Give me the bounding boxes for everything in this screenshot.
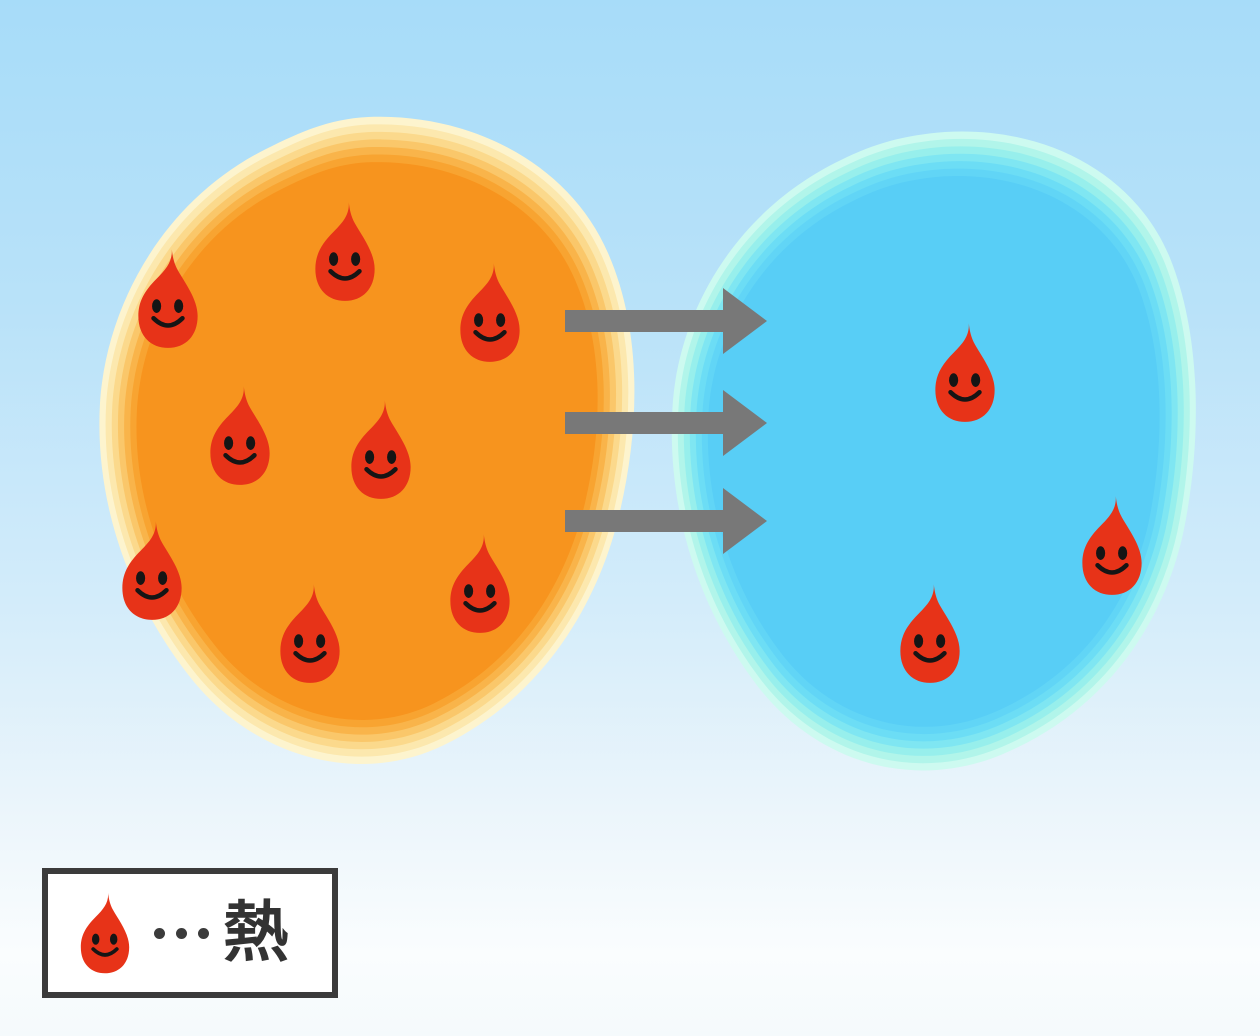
heat-droplet-icon [210,385,270,485]
heat-droplet-icon [122,520,182,620]
heat-droplet [307,199,383,308]
heat-droplet-icon [900,583,960,683]
heat-droplet-icon [1082,495,1142,595]
heat-flow-arrow-right [565,487,767,559]
heat-droplet [452,260,528,369]
heat-droplet-icon [460,262,520,362]
heat-droplet [202,383,278,492]
heat-droplet [927,320,1003,429]
heat-droplet-icon [138,248,198,348]
cold-object-blob [645,118,1220,793]
heat-droplet-icon [450,533,510,633]
legend-dot [198,927,209,939]
heat-droplet [892,581,968,690]
legend-dot [176,927,187,939]
heat-droplet [114,518,190,627]
heat-droplet-icon [351,399,411,499]
legend-label: 熱 [223,894,289,971]
heat-droplet [442,531,518,640]
heat-droplet-icon [315,201,375,301]
heat-droplet-icon [280,583,340,683]
legend-heat-droplet-icon [74,890,136,976]
heat-flow-arrow-right [565,389,767,461]
legend-dots [154,927,209,939]
heat-droplet [130,246,206,355]
heat-droplet [1074,493,1150,602]
heat-flow-arrow-right [565,287,767,359]
heat-droplet [343,397,419,506]
legend-dot [154,927,165,939]
heat-droplet-icon [935,322,995,422]
heat-droplet-icon [80,892,130,974]
heat-droplet [272,581,348,690]
legend-box: 熱 [42,868,338,998]
